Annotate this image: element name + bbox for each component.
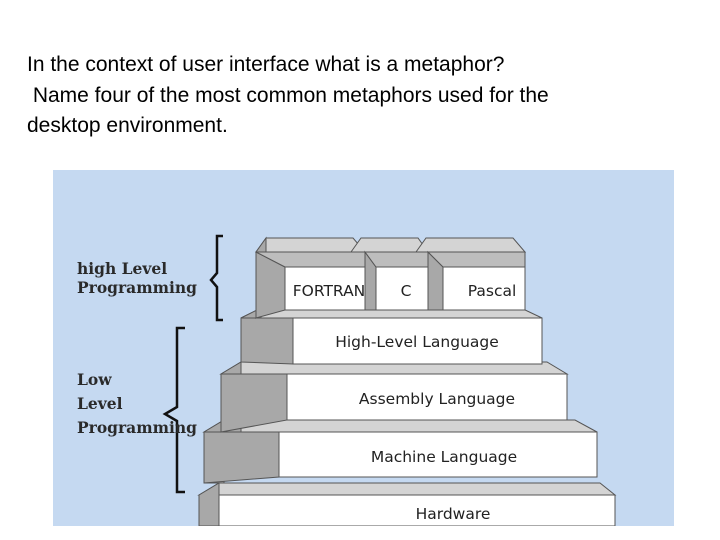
top-box-label-fortran: FORTRAN [293, 282, 366, 300]
question-line-1: In the context of user interface what is… [27, 50, 697, 81]
layer-label-machine-language: Machine Language [371, 448, 517, 466]
language-levels-diagram: Hardware Machine Language Assembly Langu… [53, 170, 674, 526]
top-box-fortran: FORTRAN [256, 238, 365, 318]
low-level-label-line-3: Programming [77, 418, 197, 437]
top-box-label-pascal: Pascal [468, 282, 517, 300]
high-level-label-line-1: high Level [77, 259, 167, 278]
diagram-svg: Hardware Machine Language Assembly Langu… [53, 170, 674, 526]
question-line-3: desktop environment. [27, 111, 697, 142]
low-level-label-line-1: Low [77, 370, 112, 389]
layer-label-high-level-language: High-Level Language [335, 333, 499, 351]
bracket-low-level: Low Level Programming [77, 328, 197, 492]
layer-hardware: Hardware [199, 483, 615, 526]
layer-label-hardware: Hardware [416, 505, 491, 523]
question-line-2: Name four of the most common metaphors u… [27, 81, 697, 112]
bracket-high-level: high Level Programming [77, 236, 223, 320]
low-level-label-line-2: Level [77, 394, 123, 413]
layer-machine-language: Machine Language [204, 420, 597, 483]
top-box-label-c: C [401, 282, 412, 300]
top-box-pascal: Pascal [416, 238, 525, 310]
question-text: In the context of user interface what is… [27, 50, 697, 142]
high-level-label-line-2: Programming [77, 278, 197, 297]
layer-high-level-language: High-Level Language [241, 308, 542, 364]
layer-label-assembly-language: Assembly Language [359, 390, 515, 408]
